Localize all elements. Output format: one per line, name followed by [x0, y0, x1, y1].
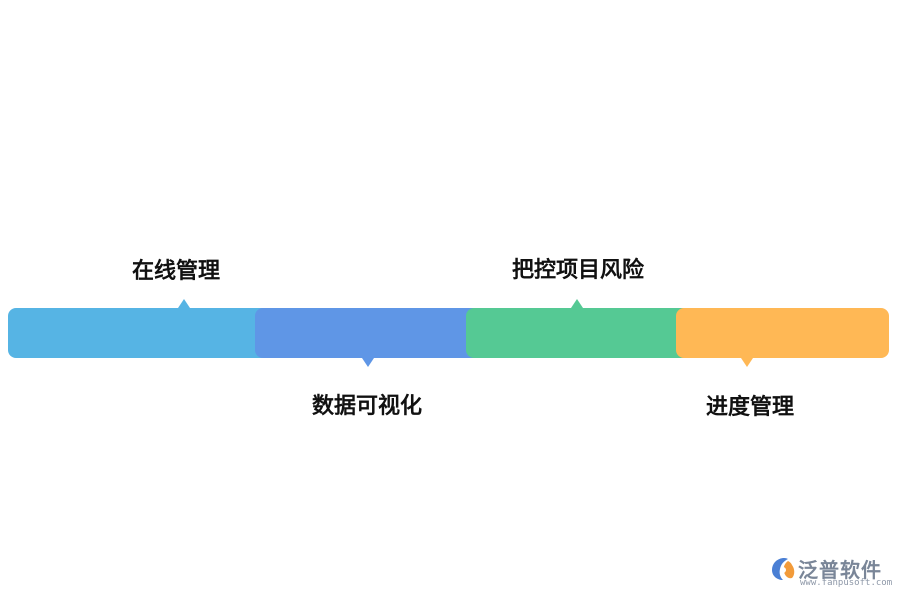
step-label-progress-management: 进度管理	[705, 395, 795, 420]
step-bar-data-visualization	[255, 308, 481, 358]
fanpu-logo: 泛普软件 www.fanpusoft.com	[770, 554, 892, 592]
step-bar-project-risk	[466, 308, 691, 358]
step-pointer-progress-management	[741, 358, 753, 367]
step-label-project-risk: 把控项目风险	[511, 258, 645, 283]
step-bar-progress-management	[676, 308, 889, 358]
step-pointer-online-management	[178, 299, 190, 308]
fanpu-logo-name: 泛普软件	[798, 558, 882, 582]
fanpu-logo-icon	[772, 558, 795, 580]
step-pointer-project-risk	[571, 299, 583, 308]
step-label-online-management: 在线管理	[131, 259, 221, 284]
step-label-data-visualization: 数据可视化	[311, 394, 423, 419]
step-pointer-data-visualization	[362, 358, 374, 367]
step-bar-online-management	[8, 308, 270, 358]
fanpu-logo-url: www.fanpusoft.com	[800, 578, 893, 588]
